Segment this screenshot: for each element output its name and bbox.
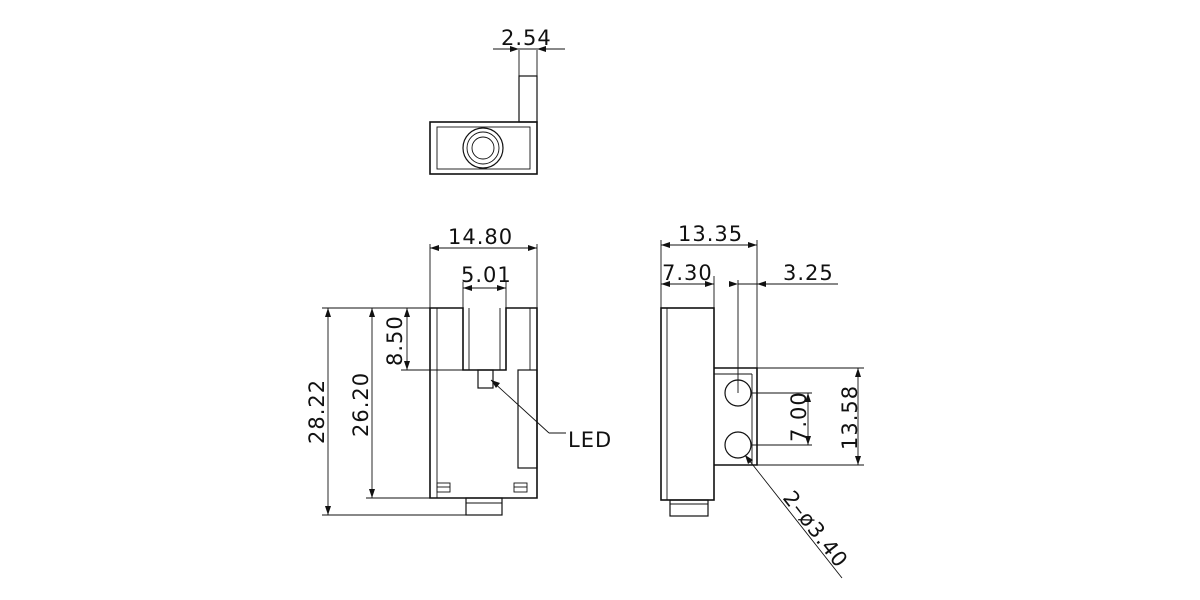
dim-hole-pitch: 7.00 [787,391,811,442]
side-view-body [660,307,715,501]
side-view-flange [714,367,758,466]
dim-slot-depth: 8.50 [383,315,407,366]
dim-mount-height: 13.58 [838,385,862,450]
dim-front-height-total: 28.22 [305,379,329,444]
mount-hole-lower [724,431,752,459]
top-view-lens [462,127,504,169]
dim-side-depth: 13.35 [678,222,743,246]
front-view: 14.80 5.01 8.50 26.20 28.22 LED [305,225,612,516]
dim-front-width: 14.80 [448,225,513,249]
dim-top-pin-pitch: 2.54 [501,26,552,50]
side-view-connector [669,499,709,517]
top-view-body [429,121,538,175]
dim-front-height-inner: 26.20 [349,372,373,437]
top-view: 2.54 [429,26,565,175]
dim-slot-width: 5.01 [461,263,512,287]
dim-hole-callout: 2–ø3.40 [778,486,853,572]
front-view-body [429,307,538,499]
dim-side-body: 7.30 [662,261,713,285]
side-view: 13.35 7.30 3.25 7.00 13.58 2–ø3.40 [660,222,864,579]
front-view-connector [465,497,503,516]
led-label: LED [568,428,612,452]
dim-hole-offset: 3.25 [783,261,834,285]
top-view-stem [518,75,538,123]
led-element [477,369,494,389]
